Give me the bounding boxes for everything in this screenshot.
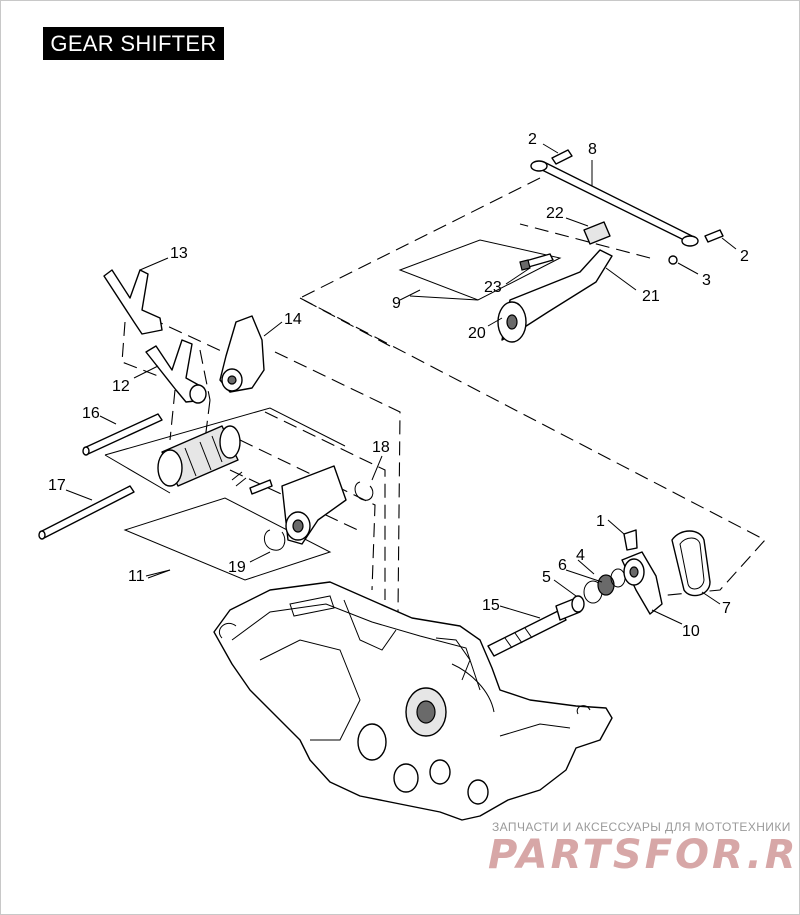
leader-lines (65, 143, 737, 625)
drum-lever-detent (231, 465, 374, 551)
callout-13: 13 (170, 245, 188, 262)
callout-8: 8 (588, 141, 597, 158)
callout-19: 19 (228, 559, 246, 576)
callout-11: 11 (128, 568, 145, 585)
shifter-lever-assembly (497, 221, 613, 343)
shift-forks (103, 269, 265, 404)
callout-2-right: 2 (740, 248, 749, 265)
callout-2: 2 (528, 131, 537, 148)
callout-1: 1 (596, 513, 605, 530)
watermark-logo: PARTSFOR.RU (488, 832, 800, 878)
fork-shafts (38, 413, 163, 540)
watermark-caption: ЗАПЧАСТИ И АКСЕССУАРЫ ДЛЯ МОТОТЕХНИКИ (492, 820, 791, 834)
shift-drum-11 (157, 425, 241, 487)
callout-12: 12 (112, 378, 130, 395)
callout-21: 21 (642, 288, 660, 305)
callout-3: 3 (702, 272, 711, 289)
callout-5: 5 (542, 569, 551, 586)
callout-18: 18 (372, 439, 390, 456)
callout-17: 17 (48, 477, 66, 494)
callout-labels: 1 2 2 3 4 5 6 7 8 9 10 11 12 13 14 15 16… (48, 131, 749, 640)
shifter-shaft-assembly (487, 529, 711, 657)
page-title: GEAR SHIFTER (43, 27, 224, 60)
callout-20: 20 (468, 325, 486, 342)
callout-14: 14 (284, 311, 302, 328)
callout-9: 9 (392, 295, 401, 312)
callout-6: 6 (558, 557, 567, 574)
callout-4: 4 (576, 547, 585, 564)
callout-7: 7 (722, 600, 731, 617)
callout-23: 23 (484, 279, 502, 296)
callout-10: 10 (682, 623, 700, 640)
shifter-rod-8 (530, 149, 724, 265)
assembly-dash-lines (121, 177, 766, 613)
crankcase-housing (213, 581, 613, 821)
callout-22: 22 (546, 205, 564, 222)
callout-15: 15 (482, 597, 500, 614)
callout-16: 16 (82, 405, 100, 422)
